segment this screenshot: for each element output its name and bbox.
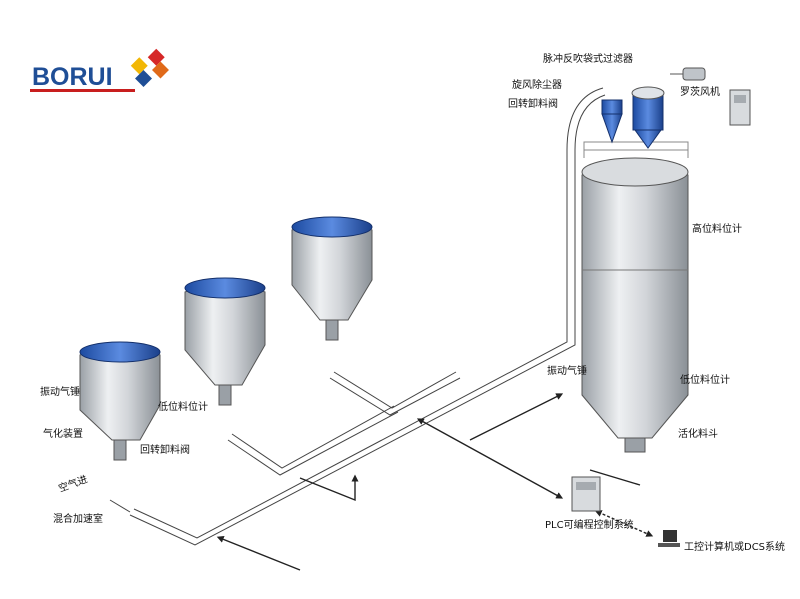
label-computer: 工控计算机或DCS系统 bbox=[684, 540, 785, 553]
hopper-1 bbox=[79, 341, 161, 461]
label-low-level-small: 低位料位计 bbox=[158, 400, 208, 413]
brand-mark-icon bbox=[130, 48, 169, 87]
cyclone-separator bbox=[601, 99, 623, 144]
conveying-pipeline bbox=[109, 87, 606, 546]
component-labels: 脉冲反吹袋式过滤器 旋风除尘器 回转卸料阀 罗茨风机 高位料位计 振动气锤 低位… bbox=[40, 52, 785, 553]
label-low-level-silo: 低位料位计 bbox=[680, 373, 730, 386]
label-roots-blower: 罗茨风机 bbox=[680, 85, 720, 98]
control-cabinet bbox=[729, 89, 751, 126]
brand-logo: BORUI bbox=[30, 48, 169, 92]
computer-icon bbox=[658, 530, 680, 547]
hopper-2 bbox=[184, 277, 266, 406]
pulse-bag-filter bbox=[631, 86, 665, 149]
label-mix-chamber: 混合加速室 bbox=[53, 512, 103, 525]
label-plc: PLC可编程控制系统 bbox=[545, 518, 634, 531]
label-cyclone: 旋风除尘器 bbox=[512, 78, 562, 91]
label-vibrator-silo: 振动气锤 bbox=[547, 364, 587, 377]
label-pulse-filter: 脉冲反吹袋式过滤器 bbox=[543, 52, 633, 65]
label-air-in: 空气进 bbox=[57, 472, 90, 494]
label-rotary-valve-small: 回转卸料阀 bbox=[140, 443, 190, 456]
label-high-level: 高位料位计 bbox=[692, 222, 742, 235]
roots-blower bbox=[670, 67, 706, 81]
label-fluid-hopper: 活化料斗 bbox=[678, 427, 718, 440]
brand-name: BORUI bbox=[32, 63, 113, 91]
label-rotary-valve-top: 回转卸料阀 bbox=[508, 97, 558, 110]
main-silo bbox=[581, 141, 689, 453]
label-vibrator-small: 振动气锤 bbox=[40, 385, 80, 398]
brand-underline bbox=[30, 89, 135, 92]
label-gasify: 气化装置 bbox=[43, 427, 83, 440]
flow-arrows bbox=[216, 393, 654, 571]
hopper-3 bbox=[291, 216, 373, 341]
plc-cabinet bbox=[571, 476, 601, 512]
